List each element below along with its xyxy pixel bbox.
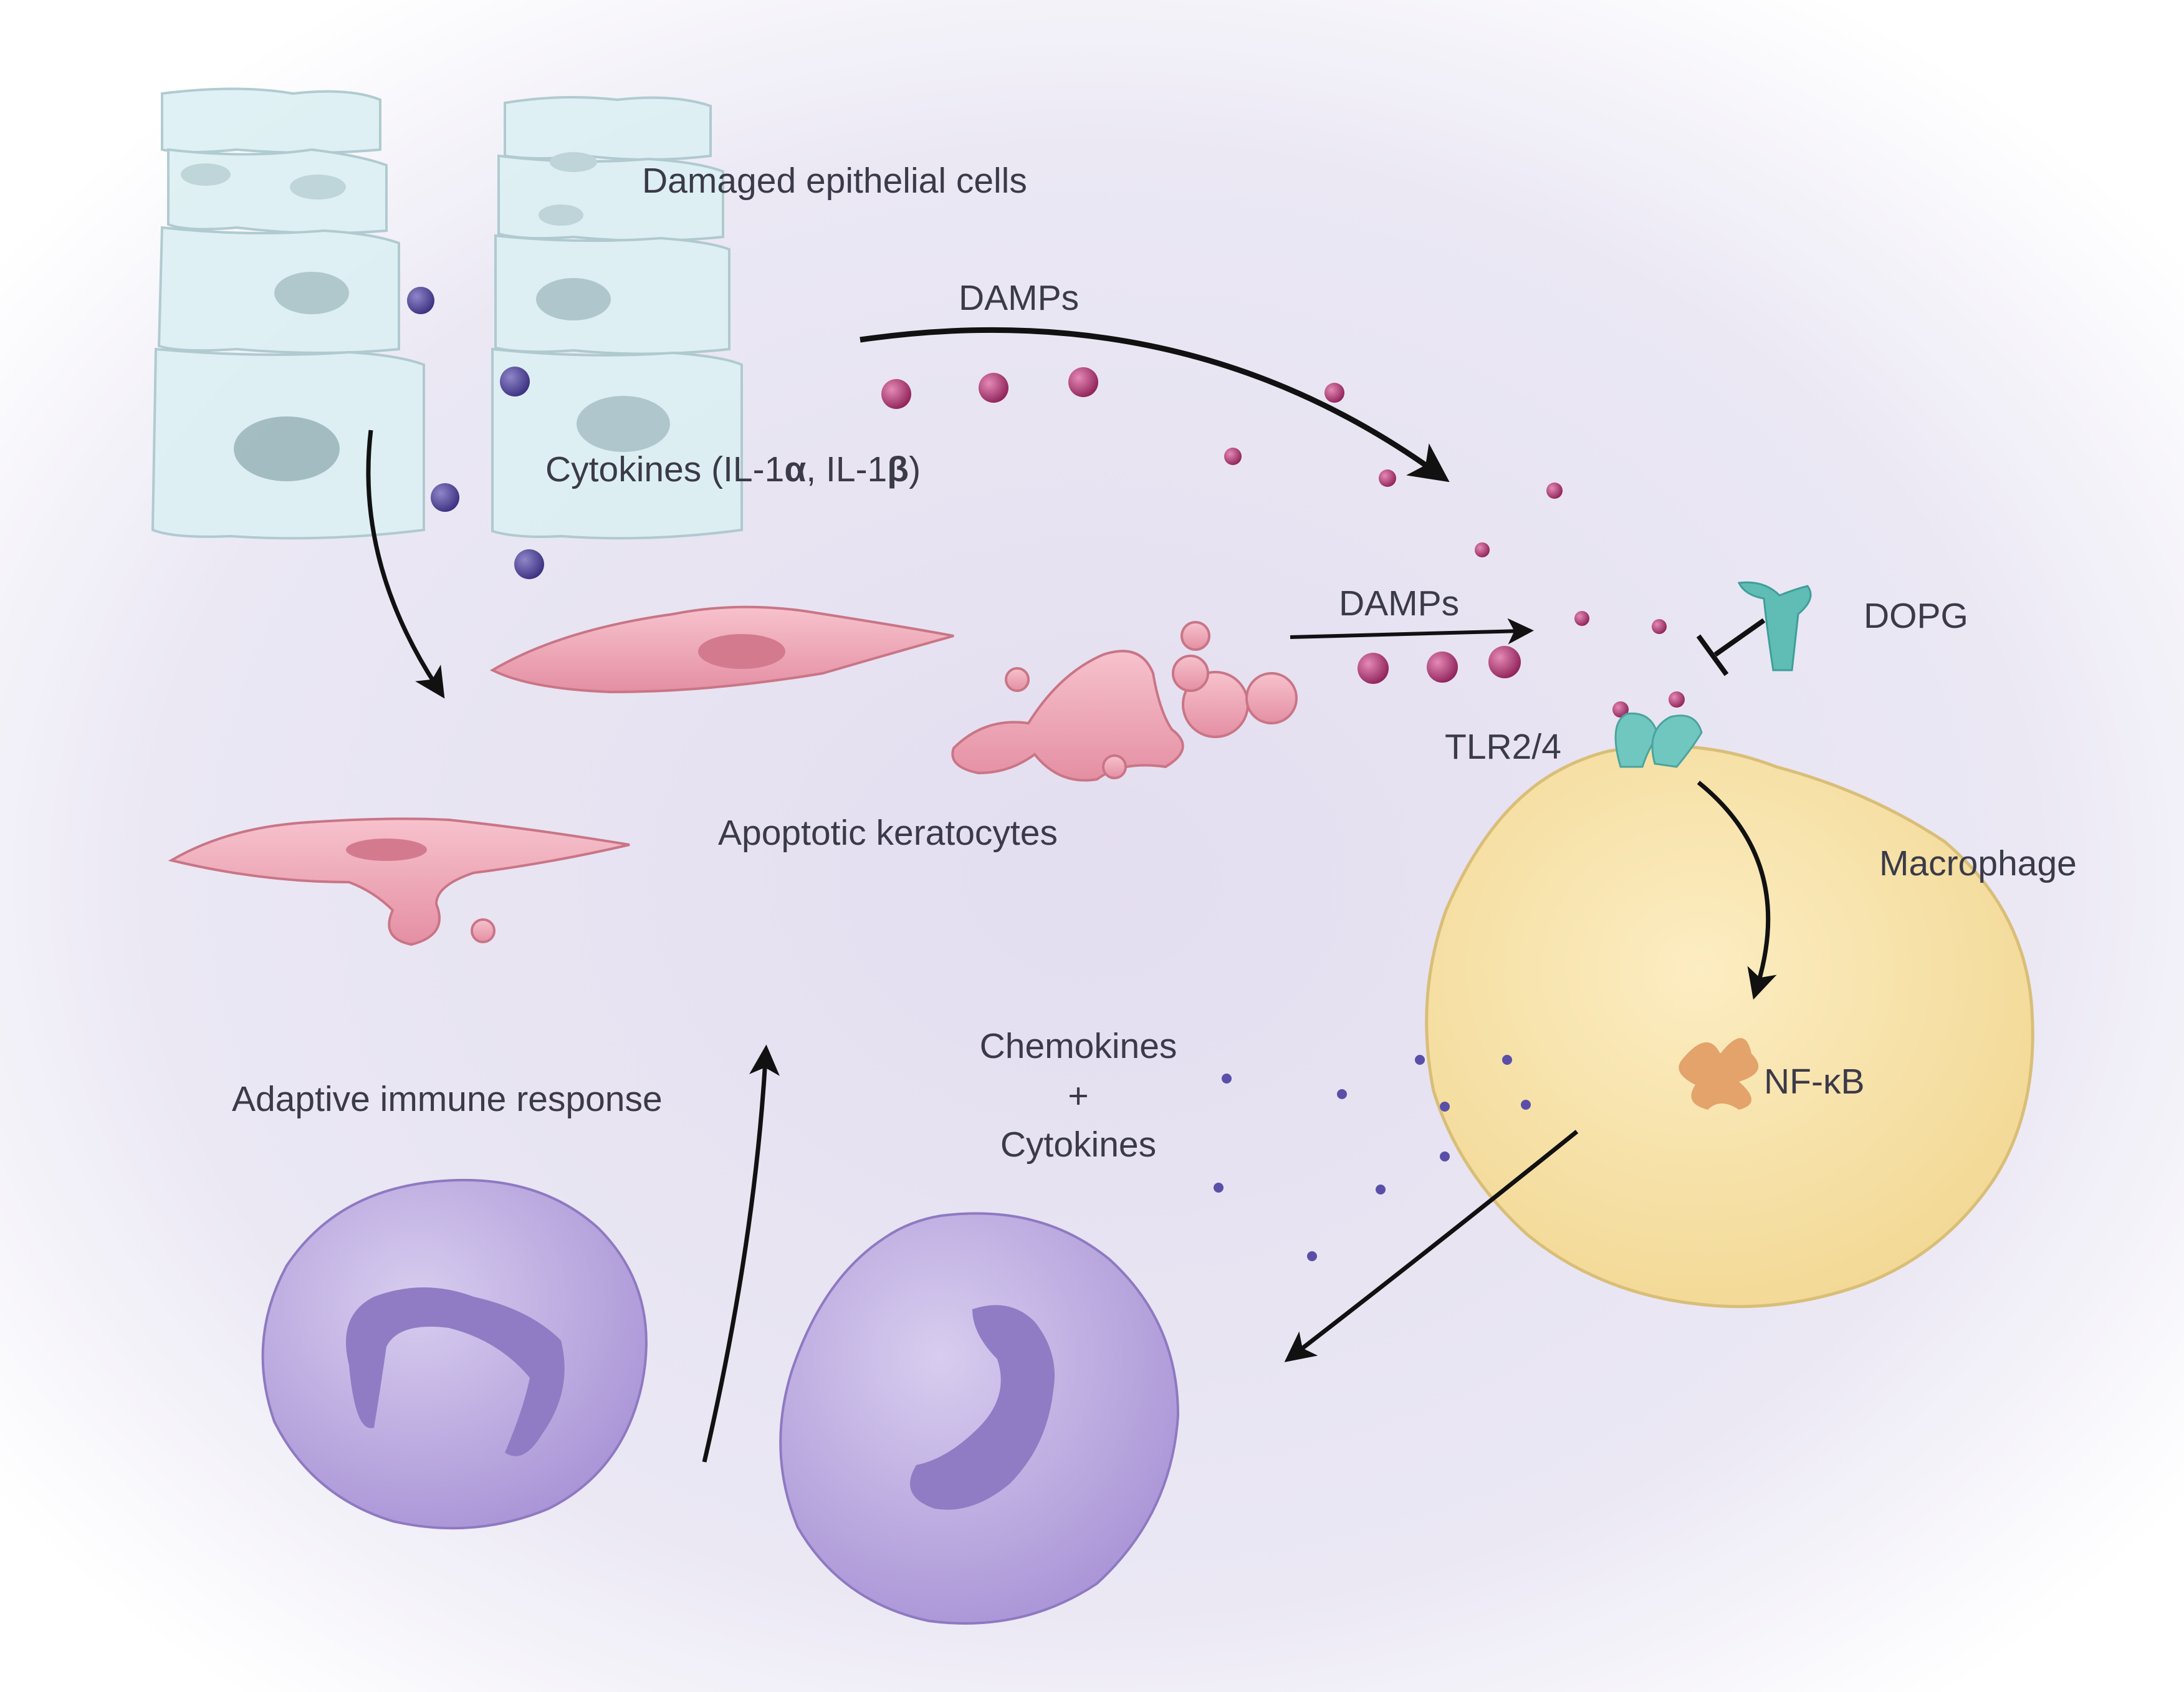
label-damaged-epithelial: Damaged epithelial cells: [642, 161, 1027, 201]
label-damps-top: DAMPs: [959, 278, 1080, 318]
inhibition-line: [1696, 618, 1766, 676]
arrow-damps-mid: [1290, 618, 1534, 645]
label-macrophage: Macrophage: [1879, 844, 2077, 883]
beta-symbol: β: [887, 449, 909, 489]
label-nfkb: NF-κB: [1764, 1062, 1865, 1102]
keratocyte-cell: [489, 605, 954, 694]
dopg-molecule: [1737, 581, 1812, 671]
apoptotic-keratocyte: [951, 621, 1298, 782]
cytokines-prefix: Cytokines (IL-1: [545, 449, 785, 489]
nfkb-shape: [1679, 1038, 1759, 1110]
tlr-receptor: [1614, 712, 1703, 768]
label-apoptotic-keratocytes: Apoptotic keratocytes: [718, 813, 1058, 853]
cytokine-particles: [407, 287, 544, 579]
arrow-epithelium-to-keratocytes: [366, 430, 445, 699]
label-adaptive-immune: Adaptive immune response: [232, 1079, 663, 1119]
keratocyte-cell-lower: [168, 817, 630, 946]
epithelial-cells-left: [151, 87, 425, 540]
label-plus: +: [1068, 1076, 1089, 1116]
cytokines-separator: , IL-1: [806, 449, 888, 489]
arrows: [366, 327, 1777, 1463]
arrow-macrophage-to-immune: [1284, 1130, 1579, 1362]
label-tlr: TLR2/4: [1445, 727, 1561, 767]
chemokine-particles: [1214, 1055, 1531, 1261]
label-cytokines: Cytokines: [1000, 1125, 1157, 1165]
immune-cell-right: [779, 1212, 1180, 1625]
damp-particles: [881, 367, 1685, 718]
label-damps-mid: DAMPs: [1339, 584, 1460, 623]
arrow-adaptive-response: [702, 1044, 780, 1463]
arrow-damps-to-macrophage: [860, 327, 1450, 483]
macrophage-cell: [1425, 744, 2034, 1309]
label-dopg: DOPG: [1864, 596, 1968, 636]
cytokines-suffix: ): [909, 449, 921, 489]
epithelial-cells-right: [491, 96, 743, 540]
label-cytokines-il: Cytokines (IL-1α, IL-1β): [545, 452, 921, 488]
arrow-tlr-to-nfkb: [1697, 781, 1777, 1000]
alpha-symbol: α: [784, 449, 807, 489]
immune-cell-left: [261, 1178, 648, 1530]
label-chemokines: Chemokines: [979, 1026, 1177, 1066]
